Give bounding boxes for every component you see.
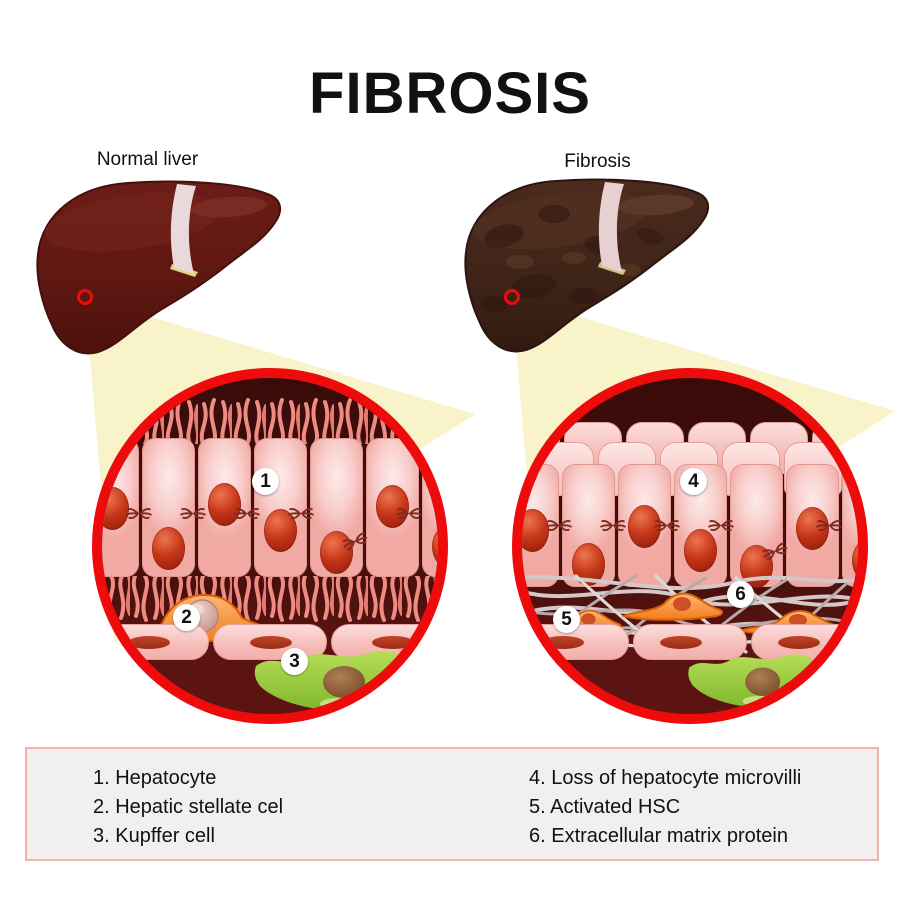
legend-column-left: 1. Hepatocyte 2. Hepatic stellate cel 3.… — [93, 764, 283, 851]
nucleus — [522, 509, 549, 552]
endothelial-cell — [751, 624, 858, 660]
legend-box: 1. Hepatocyte 2. Hepatic stellate cel 3.… — [25, 747, 879, 861]
normal-liver-illustration — [36, 180, 282, 355]
endothelial-nucleus — [542, 636, 584, 649]
nucleus — [796, 507, 829, 550]
activated-hsc-cell — [739, 609, 840, 636]
fibrosis-liver-label: Fibrosis — [564, 151, 631, 172]
nucleus — [208, 483, 241, 526]
legend-item: 1. Hepatocyte — [93, 767, 217, 789]
endothelial-nucleus — [778, 636, 820, 649]
legend-item: 6. Extracellular matrix protein — [529, 825, 788, 847]
nucleus — [320, 531, 353, 574]
endothelial-nucleus — [128, 636, 170, 649]
gap-junction-icon — [546, 518, 572, 533]
marker-badge-4: 4 — [680, 468, 707, 495]
hepatocyte-cell — [198, 438, 251, 577]
hepatocyte-cell — [366, 438, 419, 577]
fibrosis-liver-illustration — [464, 178, 710, 353]
nucleus — [152, 527, 185, 570]
gap-junction-icon — [600, 518, 626, 533]
gap-junction-icon — [654, 518, 680, 533]
marker-badge-5: 5 — [553, 606, 580, 633]
marker-badge-6: 6 — [727, 581, 754, 608]
zoom-marker-normal — [77, 289, 93, 305]
hepatocyte-cell — [422, 438, 438, 577]
marker-badge-2: 2 — [173, 604, 200, 631]
page-title: FIBROSIS — [309, 61, 591, 126]
hepatocyte-cell — [310, 438, 363, 577]
microvilli-top — [102, 390, 438, 444]
kupffer-cell — [688, 654, 822, 708]
zoom-marker-fibrosis — [504, 289, 520, 305]
gap-junction-icon — [396, 506, 422, 521]
endothelial-nucleus — [842, 636, 858, 649]
gap-junction-icon — [126, 506, 152, 521]
falciform-ligament — [598, 182, 624, 272]
gap-junction-icon — [708, 518, 734, 533]
hepatocyte-cell — [730, 464, 783, 588]
hepatocyte-row — [102, 438, 438, 578]
legend-item: 5. Activated HSC — [529, 796, 681, 818]
endothelial-band — [522, 624, 858, 660]
hepatocyte-cell — [842, 464, 858, 587]
micro-view-fibrosis: 4 5 6 — [512, 368, 868, 724]
endothelial-nucleus — [372, 636, 414, 649]
legend-item: 3. Kupffer cell — [93, 825, 215, 847]
marker-badge-3: 3 — [281, 648, 308, 675]
nucleus — [376, 485, 409, 528]
legend-column-right: 4. Loss of hepatocyte microvilli 5. Acti… — [529, 764, 801, 851]
marker-badge-1: 1 — [252, 468, 279, 495]
gap-junction-icon — [816, 518, 842, 533]
kupffer-cell — [254, 651, 415, 712]
legend-item: 2. Hepatic stellate cel — [93, 796, 284, 818]
gap-junction-icon — [288, 506, 314, 521]
normal-liver-label: Normal liver — [96, 149, 199, 170]
micro-view-normal: 1 2 3 — [92, 368, 448, 724]
hepatocyte-cell — [254, 438, 307, 577]
nucleus — [852, 539, 858, 582]
nucleus — [264, 509, 297, 552]
microvilli-bottom — [102, 576, 438, 630]
nucleus — [102, 487, 129, 530]
endothelial-nucleus — [250, 636, 292, 649]
activated-hsc-cell — [623, 592, 724, 621]
hepatocyte-cell — [102, 438, 139, 577]
legend-item: 4. Loss of hepatocyte microvilli — [529, 767, 802, 789]
activated-hsc-cell — [540, 609, 622, 633]
gap-junction-icon — [234, 506, 260, 521]
endothelial-nucleus — [660, 636, 702, 649]
falciform-ligament — [170, 184, 196, 274]
hepatocyte-cell — [142, 438, 195, 577]
hepatocyte-cell — [786, 464, 839, 587]
nucleus — [432, 525, 438, 568]
gap-junction-icon — [180, 506, 206, 521]
nucleus — [684, 529, 717, 572]
